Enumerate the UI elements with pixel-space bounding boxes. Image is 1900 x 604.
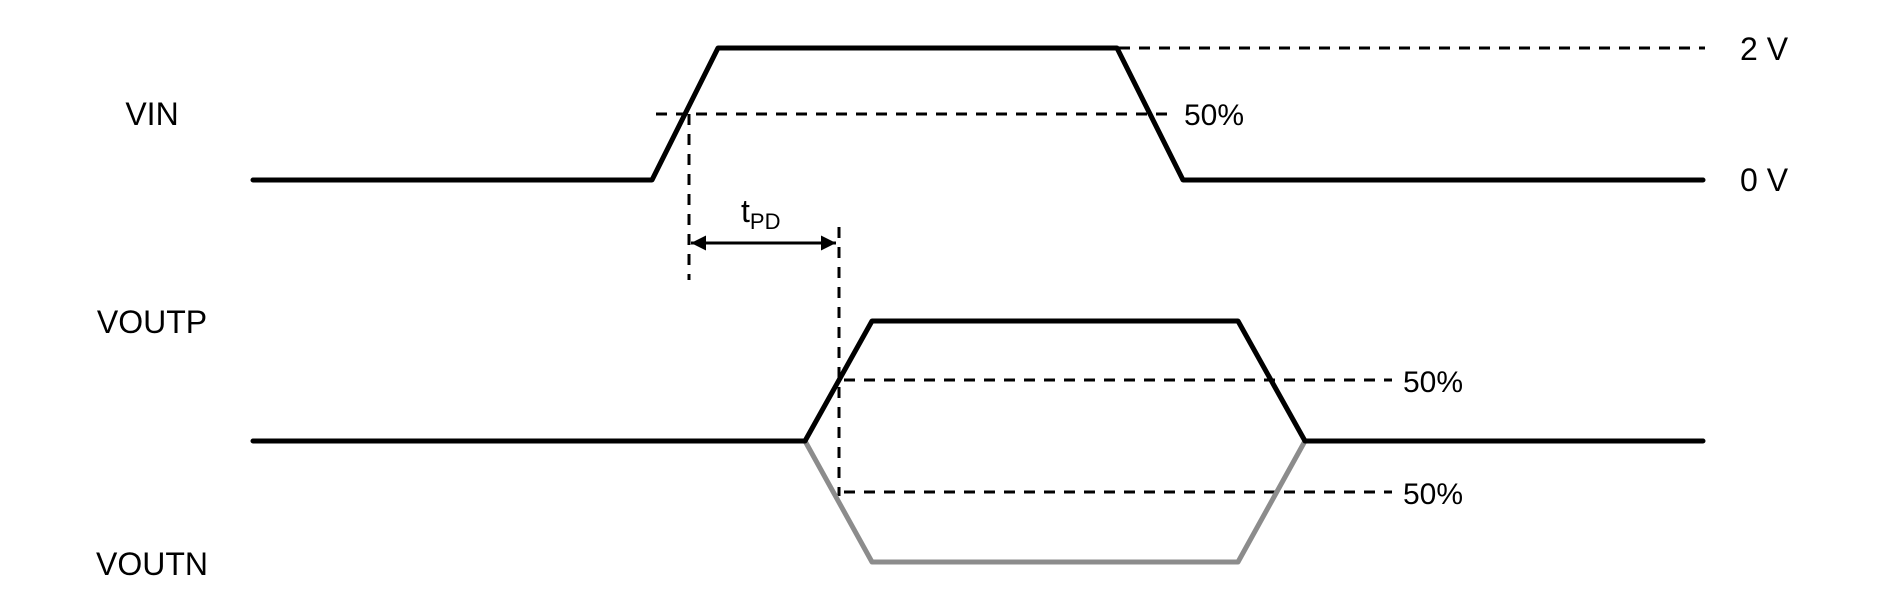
voutn-waveform [802,438,1308,565]
voutn-threshold-label: 50% [1403,478,1463,511]
tpd-label: tPD [741,193,780,234]
vhigh-label: 2 V [1740,31,1789,67]
voutp-waveform [250,318,1706,444]
vlow-label: 0 V [1740,162,1789,198]
voutp-label: VOUTP [97,304,207,340]
voutn-label: VOUTN [96,546,208,582]
tpd-subscript: PD [750,209,781,234]
voutp-threshold-label: 50% [1403,366,1463,399]
tpd-main: t [741,193,750,229]
vin-threshold-label: 50% [1184,99,1244,132]
vin-label: VIN [125,96,178,132]
vin-waveform [250,45,1706,183]
